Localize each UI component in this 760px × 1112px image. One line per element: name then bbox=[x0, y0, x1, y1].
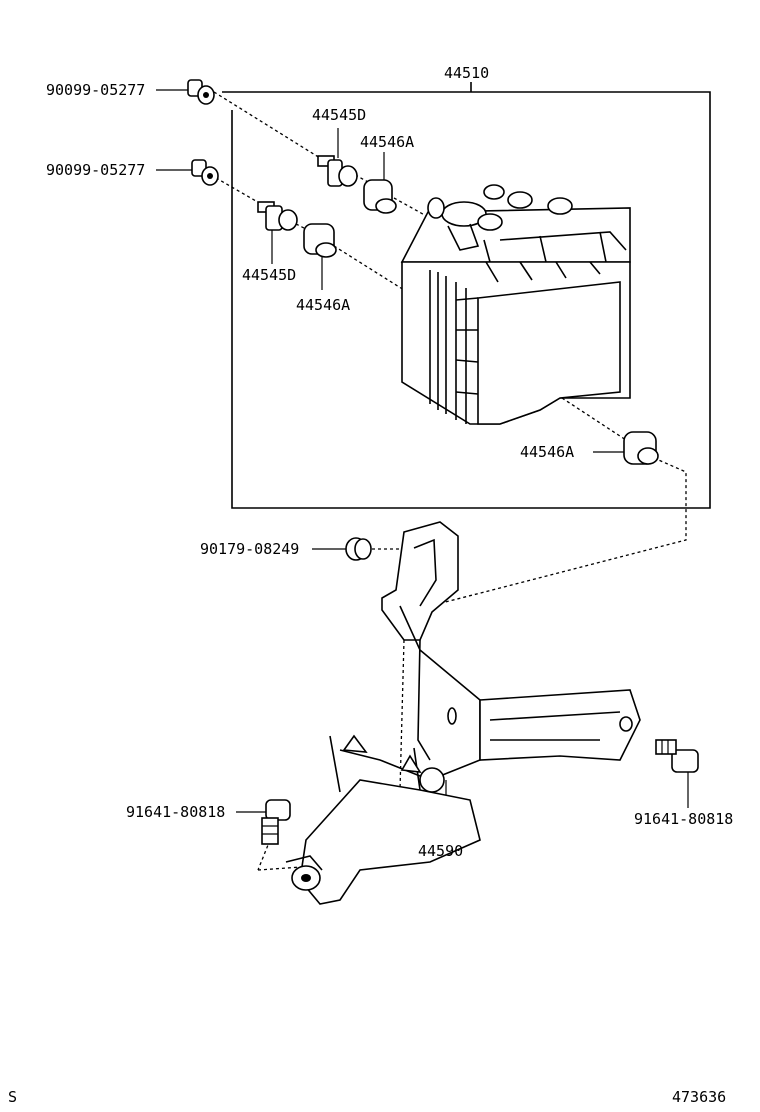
bolt-icon bbox=[191, 159, 219, 186]
label-grommet-lower: 44546A bbox=[296, 296, 350, 314]
corner-mark: S bbox=[8, 1088, 17, 1106]
drawing-number: 473636 bbox=[672, 1088, 726, 1106]
grommet-icon bbox=[623, 431, 659, 465]
label-assembly: 44510 bbox=[444, 64, 489, 82]
label-grommet-right: 44546A bbox=[520, 443, 574, 461]
bolt-icon bbox=[261, 799, 291, 845]
label-bolt-top-2: 90099-05277 bbox=[46, 161, 145, 179]
union-fitting-icon bbox=[257, 201, 298, 231]
bolt-icon bbox=[187, 79, 215, 105]
label-bolt-right: 91641-80818 bbox=[634, 810, 733, 828]
alignment-lines bbox=[213, 91, 687, 871]
label-bolt-top-1: 90099-05277 bbox=[46, 81, 145, 99]
actuator-body bbox=[400, 184, 631, 425]
label-nut: 90179-08249 bbox=[200, 540, 299, 558]
nut-icon bbox=[345, 537, 372, 561]
label-grommet-upper: 44546A bbox=[360, 133, 414, 151]
label-union-upper: 44545D bbox=[312, 106, 366, 124]
bolt-icon bbox=[655, 739, 699, 773]
bracket bbox=[285, 521, 641, 905]
grommet-icon bbox=[363, 179, 397, 214]
assembly-frame bbox=[222, 82, 711, 509]
label-union-lower: 44545D bbox=[242, 266, 296, 284]
label-bolt-left: 91641-80818 bbox=[126, 803, 225, 821]
grommet-icon bbox=[303, 223, 337, 258]
union-fitting-icon bbox=[317, 155, 358, 187]
label-bracket: 44590 bbox=[418, 842, 463, 860]
